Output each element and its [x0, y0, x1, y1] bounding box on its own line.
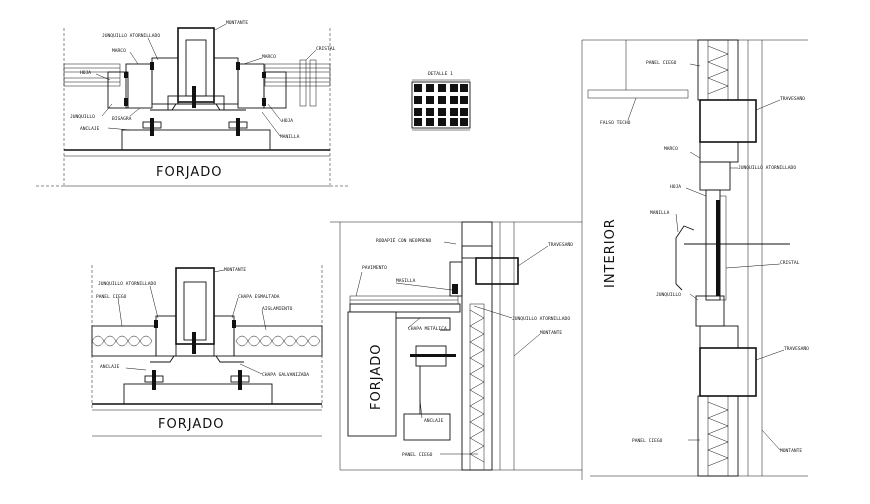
- label-montante-section: MONTANTE: [540, 330, 562, 336]
- label-junquillo: JUNQUILLO: [70, 114, 95, 120]
- label-cristal: CRISTAL: [316, 46, 336, 52]
- label-manilla-right: MANILLA: [650, 210, 670, 216]
- label-montante-right: MONTANTE: [780, 448, 802, 454]
- label-anclaje-section: ANCLAJE: [424, 418, 444, 424]
- label-travesano-top: TRAVESAÑO: [780, 95, 805, 102]
- label-hoja-right: HOJA: [282, 118, 293, 124]
- label-chapa-galvanizada: CHAPA GALVANIZADA: [262, 372, 309, 378]
- plan-detail-hinged-window: FORJADO MONTANTE JUNQUILLO ATORNILLADO M…: [36, 20, 350, 187]
- label-manilla-top: MANILLA: [280, 134, 300, 140]
- label-marco-right: MARCO: [262, 54, 276, 60]
- label-junquillo-atornillado-bottom: JUNQUILLO ATORNILLADO: [98, 281, 156, 287]
- label-junquillo-atornillado-section: JUNQUILLO ATORNILLADO: [512, 316, 570, 322]
- label-montante: MONTANTE: [226, 20, 248, 26]
- section-detail-facade-opening: INTERIOR PANEL CIEGO TRAVESAÑO FALSO TEC…: [581, 39, 809, 480]
- label-masilla-section: MASILLA: [396, 278, 416, 284]
- label-forjado-bottom: FORJADO: [158, 417, 224, 432]
- label-junquillo-atornillado-right: JUNQUILLO ATORNILLADO: [738, 165, 796, 171]
- label-rodapie: RODAPIÉ CON NEOPRENO: [376, 236, 432, 244]
- label-anclaje-bottom: ANCLAJE: [100, 364, 120, 370]
- label-hoja-right-section: HOJA: [670, 184, 681, 190]
- label-bisagra: BISAGRA: [112, 116, 132, 122]
- label-hoja-left: HOJA: [80, 70, 91, 76]
- label-falso-techo: FALSO TECHO: [600, 120, 631, 126]
- label-aislamiento: AISLAMIENTO: [262, 306, 293, 312]
- label-marco-right-section: MARCO: [664, 146, 678, 152]
- label-anclaje-top: ANCLAJE: [80, 126, 100, 132]
- label-forjado-vertical: FORJADO: [369, 344, 384, 410]
- label-junquillo-atornillado: JUNQUILLO ATORNILLADO: [102, 33, 160, 39]
- label-panel-ciego-section: PANEL CIEGO: [402, 452, 433, 458]
- section-detail-slab-edge: FORJADO RODAPIÉ CON NEOPRENO PAVIMENTO M…: [330, 221, 582, 471]
- label-chapa-esmaltada: CHAPA ESMALTADA: [238, 294, 280, 300]
- label-marco-left: MARCO: [112, 48, 126, 54]
- label-panel-ciego-bottom: PANEL CIEGO: [96, 294, 127, 300]
- label-travesano-section: TRAVESAÑO: [548, 241, 573, 248]
- label-travesano-bottom: TRAVESAÑO: [784, 345, 809, 352]
- label-forjado: FORJADO: [156, 165, 222, 180]
- label-montante-bottom: MONTANTE: [224, 267, 246, 273]
- label-chapa-metalica: CHAPA METÁLICA: [408, 325, 447, 332]
- label-detalle-1: DETALLE 1: [428, 71, 453, 77]
- label-pavimento: PAVIMENTO: [362, 265, 387, 271]
- label-junquillo-right: JUNQUILLO: [656, 292, 681, 298]
- detail-1-insulation-section: DETALLE 1: [411, 71, 471, 131]
- label-interior: INTERIOR: [603, 218, 618, 288]
- label-panel-ciego-right-top: PANEL CIEGO: [646, 60, 677, 66]
- detail-1-hatch: [414, 84, 468, 126]
- plan-detail-blind-panel: FORJADO MONTANTE JUNQUILLO ATORNILLADO P…: [91, 265, 323, 437]
- label-panel-ciego-right-bottom: PANEL CIEGO: [632, 438, 663, 444]
- label-cristal-right: CRISTAL: [780, 260, 800, 266]
